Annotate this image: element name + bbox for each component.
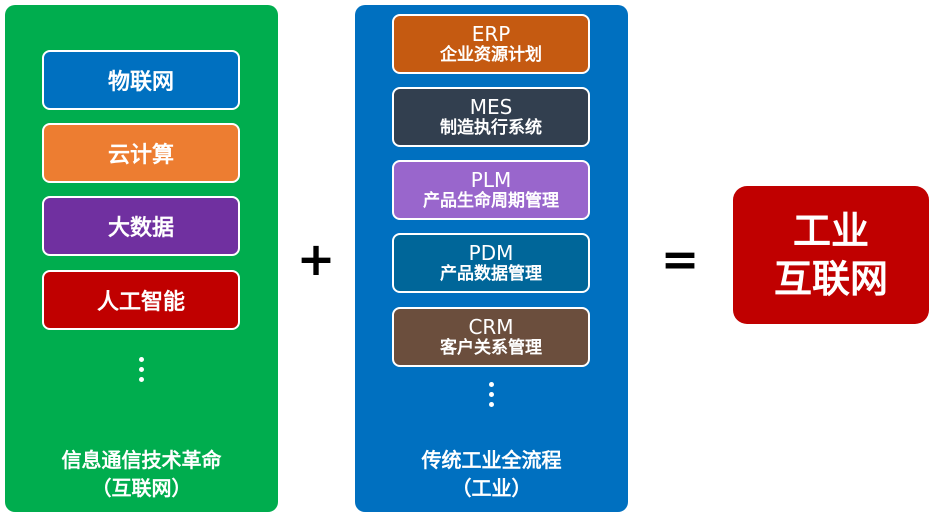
plm-abbr: PLM xyxy=(470,167,512,192)
pdm-name: 产品数据管理 xyxy=(440,263,542,284)
erp-name: 企业资源计划 xyxy=(440,44,542,65)
industry-caption: 传统工业全流程 （工业） xyxy=(355,446,628,502)
pdm-abbr: PDM xyxy=(468,240,514,265)
ai-box: 人工智能 xyxy=(42,270,240,330)
crm-abbr: CRM xyxy=(468,314,514,339)
erp-box: ERP 企业资源计划 xyxy=(392,14,590,74)
crm-box: CRM 客户关系管理 xyxy=(392,307,590,367)
ai-label: 人工智能 xyxy=(96,290,185,315)
equals-sign: = xyxy=(660,232,700,286)
industry-caption-line1: 传统工业全流程 xyxy=(421,448,562,472)
cloud-computing-label: 云计算 xyxy=(107,143,174,168)
plm-box: PLM 产品生命周期管理 xyxy=(392,160,590,220)
iot-box: 物联网 xyxy=(42,50,240,110)
ict-revolution-panel: 物联网 云计算 大数据 人工智能 信息通信技术革命 （互联网） xyxy=(5,5,278,512)
industrial-internet-box: 工业 互联网 xyxy=(733,186,929,324)
ict-caption-line1: 信息通信技术革命 xyxy=(61,448,222,472)
cloud-computing-box: 云计算 xyxy=(42,123,240,183)
pdm-box: PDM 产品数据管理 xyxy=(392,233,590,293)
result-line1: 工业 xyxy=(792,209,869,253)
plus-sign: + xyxy=(296,232,336,286)
mes-box: MES 制造执行系统 xyxy=(392,87,590,147)
crm-name: 客户关系管理 xyxy=(440,337,542,358)
result-line2: 互联网 xyxy=(773,257,888,301)
ellipsis-vertical-icon xyxy=(138,357,145,382)
ict-caption-line2: （互联网） xyxy=(91,476,192,500)
plm-name: 产品生命周期管理 xyxy=(423,190,559,211)
mes-name: 制造执行系统 xyxy=(440,117,542,138)
big-data-label: 大数据 xyxy=(107,216,174,241)
ict-caption: 信息通信技术革命 （互联网） xyxy=(5,446,278,502)
traditional-industry-panel: ERP 企业资源计划 MES 制造执行系统 PLM 产品生命周期管理 PDM 产… xyxy=(355,5,628,512)
big-data-box: 大数据 xyxy=(42,196,240,256)
erp-abbr: ERP xyxy=(471,21,511,46)
ellipsis-vertical-icon xyxy=(488,382,495,407)
industry-caption-line2: （工业） xyxy=(451,476,532,500)
iot-label: 物联网 xyxy=(107,70,174,95)
mes-abbr: MES xyxy=(469,94,513,119)
